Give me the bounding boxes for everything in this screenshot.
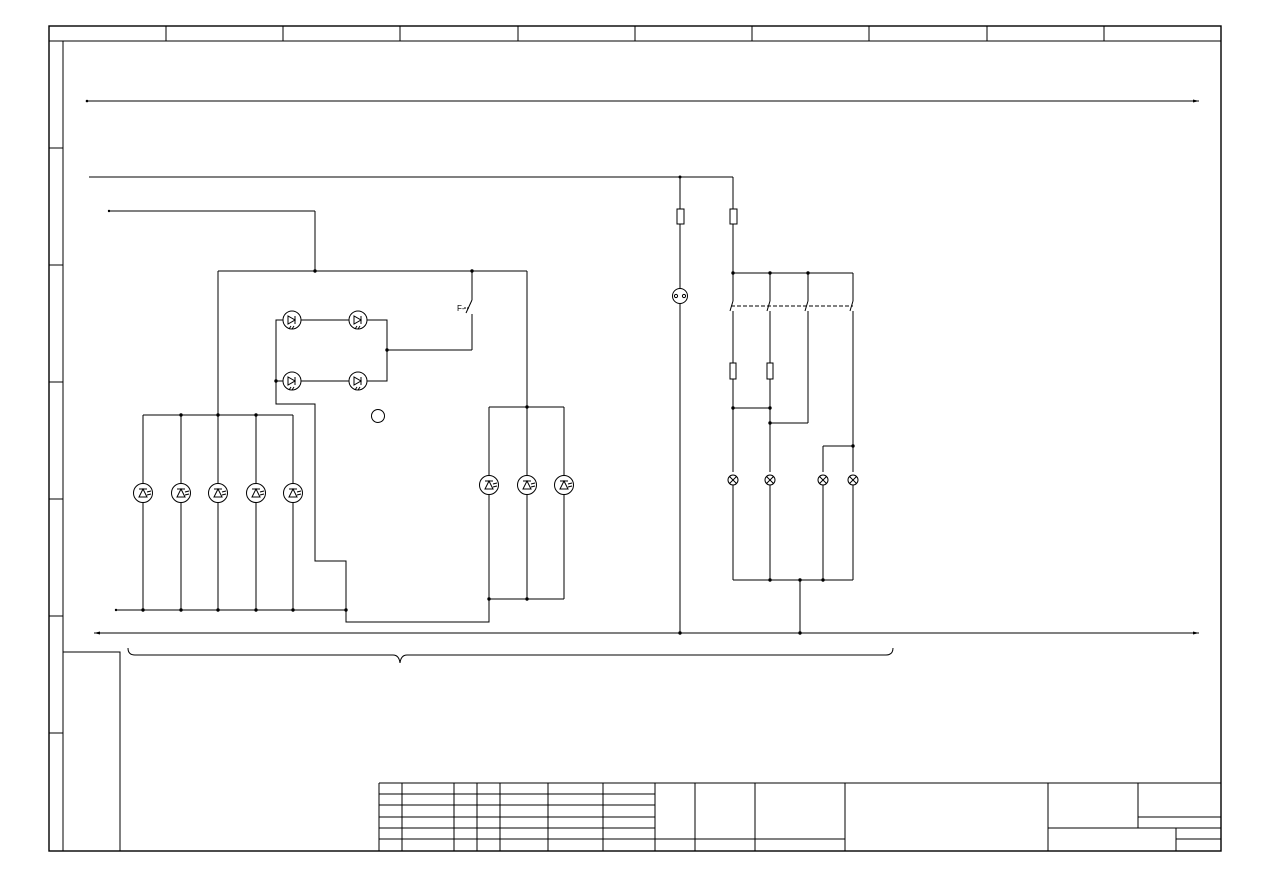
lamp-circuit <box>727 177 859 635</box>
led-bridge-3 <box>282 371 302 391</box>
outer-border <box>48 25 1222 852</box>
supply-line <box>89 175 733 179</box>
resistor-icon <box>729 362 737 380</box>
signal-lamp-icon <box>847 474 859 486</box>
socket-icon <box>672 288 688 304</box>
led-diode-icon <box>282 310 302 330</box>
resistor-icon <box>766 362 774 380</box>
led-diode-icon <box>348 371 368 391</box>
led-diode-icon <box>348 310 368 330</box>
zener-left-5 <box>283 483 303 503</box>
zener-diode-icon <box>171 483 191 503</box>
led-bridge-2 <box>348 310 368 330</box>
top-zone-ticks <box>165 26 1105 41</box>
signal-lamp-icon <box>727 474 739 486</box>
zener-diode-icon <box>246 483 266 503</box>
push-switch: F- <box>457 304 469 313</box>
title-block <box>378 782 1221 851</box>
control-input-line <box>107 209 316 271</box>
socket-branch <box>672 177 688 635</box>
zener-ladder-left <box>114 413 348 612</box>
binding-box <box>63 651 121 851</box>
zener-diode-icon <box>283 483 303 503</box>
zener-left-3 <box>208 483 228 503</box>
signal-lamp-icon <box>817 474 829 486</box>
zener-right-3 <box>554 475 574 495</box>
terminal-circle-icon <box>371 409 385 423</box>
zener-diode-icon <box>554 475 574 495</box>
bridge-feed-wiring <box>217 269 528 415</box>
led-bridge-1 <box>282 310 302 330</box>
left-zone-ticks <box>49 147 63 734</box>
switch-label: F- <box>457 304 465 313</box>
fuse-icon <box>729 208 738 225</box>
led-diode-icon <box>282 371 302 391</box>
zener-diode-icon <box>517 475 537 495</box>
bottom-bus <box>94 631 1199 635</box>
led-bridge-4 <box>348 371 368 391</box>
zener-left-1 <box>133 483 153 503</box>
group-brace <box>127 647 894 664</box>
top-bus <box>85 99 1199 103</box>
zener-diode-icon <box>208 483 228 503</box>
zener-left-4 <box>246 483 266 503</box>
diode-bridge <box>274 319 490 623</box>
zener-group-right <box>487 405 565 601</box>
zener-diode-icon <box>479 475 499 495</box>
zener-diode-icon <box>133 483 153 503</box>
zener-left-2 <box>171 483 191 503</box>
signal-lamp-icon <box>764 474 776 486</box>
zener-right-1 <box>479 475 499 495</box>
fuse-icon <box>676 208 685 225</box>
zener-right-2 <box>517 475 537 495</box>
drawing-frame <box>48 25 1222 852</box>
